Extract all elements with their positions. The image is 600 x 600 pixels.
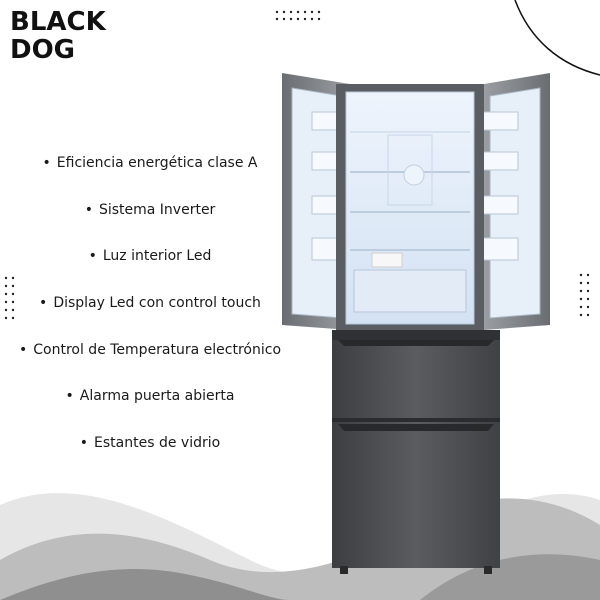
wave-dark: [0, 569, 290, 600]
dots-right: [579, 273, 590, 317]
brand-line-1: BLACK: [10, 7, 106, 37]
brand-logo: BLACK DOG: [10, 8, 106, 64]
freezer-drawers: [332, 330, 500, 574]
right-door: [479, 73, 550, 330]
brand-line-2: DOG: [10, 35, 76, 65]
feature-item: Estantes de vidrio: [0, 435, 300, 451]
feature-item: Sistema Inverter: [0, 202, 300, 218]
feature-item: Eficiencia energética clase A: [0, 155, 300, 171]
wave-dark-right: [420, 554, 600, 600]
corner-arc: [514, 0, 600, 76]
feature-item: Alarma puerta abierta: [0, 388, 300, 404]
feature-item: Display Led con control touch: [0, 295, 300, 311]
feature-item: Luz interior Led: [0, 248, 300, 264]
feature-item: Control de Temperatura electrónico: [0, 342, 300, 358]
dots-top: [275, 10, 321, 21]
fridge-cabinet: [336, 84, 484, 330]
